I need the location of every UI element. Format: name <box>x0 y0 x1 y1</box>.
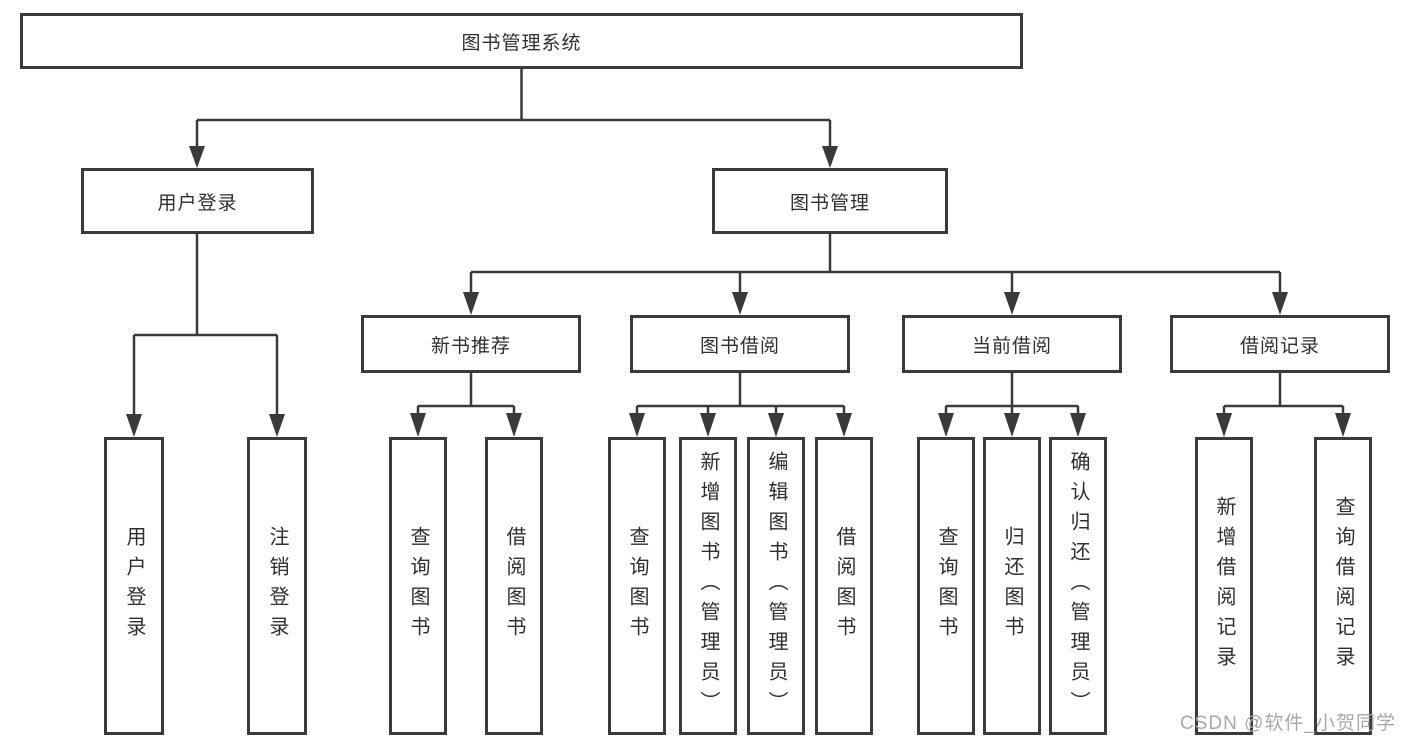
leaf-query-borrow-record: 查询借阅记录 <box>1314 437 1372 735</box>
leaf-add-borrow-record: 新增借阅记录 <box>1195 437 1253 735</box>
leaf-confirm-return-admin: 确认归还（管理员） <box>1049 437 1107 735</box>
leaf-query-book-recommend: 查询图书 <box>389 437 447 735</box>
node-user-login: 用户登录 <box>81 168 314 234</box>
node-book-borrow-label: 图书借阅 <box>699 335 780 357</box>
leaf-borrow-book-recommend: 借阅图书 <box>485 437 543 735</box>
leaf-logout-label: 注销登录 <box>266 526 288 646</box>
watermark: CSDN @软件_小贺同学 <box>1180 713 1396 734</box>
leaf-query-book-borrow: 查询图书 <box>608 437 666 735</box>
leaf-logout: 注销登录 <box>247 437 307 735</box>
leaf-user-login-label: 用户登录 <box>123 526 145 646</box>
connector-new-book-recommend-to-leaves <box>410 373 522 437</box>
leaf-query-book-current: 查询图书 <box>917 437 975 735</box>
leaf-query-book-borrow-label: 查询图书 <box>626 526 648 646</box>
node-root: 图书管理系统 <box>20 13 1023 69</box>
connector-user-login-to-leaves <box>126 234 285 437</box>
connector-root-to-level2 <box>189 69 838 168</box>
leaf-borrow-book-label: 借阅图书 <box>833 526 855 646</box>
leaf-borrow-book-recommend-label: 借阅图书 <box>503 526 525 646</box>
node-borrow-records-label: 借阅记录 <box>1239 335 1320 357</box>
leaf-add-borrow-record-label: 新增借阅记录 <box>1213 496 1235 676</box>
leaf-confirm-return-admin-label: 确认归还（管理员） <box>1067 451 1089 721</box>
leaf-query-book-recommend-label: 查询图书 <box>407 526 429 646</box>
node-current-borrow-label: 当前借阅 <box>971 335 1052 357</box>
leaf-add-book-admin-label: 新增图书（管理员） <box>697 451 719 721</box>
leaf-query-borrow-record-label: 查询借阅记录 <box>1332 496 1354 676</box>
connector-borrow-records-to-leaves <box>1216 373 1351 437</box>
node-borrow-records: 借阅记录 <box>1170 315 1390 373</box>
leaf-add-book-admin: 新增图书（管理员） <box>679 437 737 735</box>
leaf-edit-book-admin: 编辑图书（管理员） <box>747 437 805 735</box>
node-root-label: 图书管理系统 <box>461 32 582 54</box>
node-user-login-label: 用户登录 <box>157 192 238 214</box>
leaf-query-book-current-label: 查询图书 <box>935 526 957 646</box>
node-book-management-label: 图书管理 <box>789 192 870 214</box>
leaf-borrow-book: 借阅图书 <box>815 437 873 735</box>
connector-current-borrow-to-leaves <box>938 373 1086 437</box>
node-book-management: 图书管理 <box>712 168 948 234</box>
connector-book-management-to-level3 <box>463 234 1288 315</box>
node-new-book-recommend-label: 新书推荐 <box>430 335 511 357</box>
leaf-return-book-label: 归还图书 <box>1001 526 1023 646</box>
node-book-borrow: 图书借阅 <box>630 315 850 373</box>
connector-book-borrow-to-leaves <box>629 373 852 437</box>
node-new-book-recommend: 新书推荐 <box>361 315 581 373</box>
leaf-return-book: 归还图书 <box>983 437 1041 735</box>
node-current-borrow: 当前借阅 <box>902 315 1122 373</box>
leaf-user-login: 用户登录 <box>104 437 164 735</box>
leaf-edit-book-admin-label: 编辑图书（管理员） <box>765 451 787 721</box>
